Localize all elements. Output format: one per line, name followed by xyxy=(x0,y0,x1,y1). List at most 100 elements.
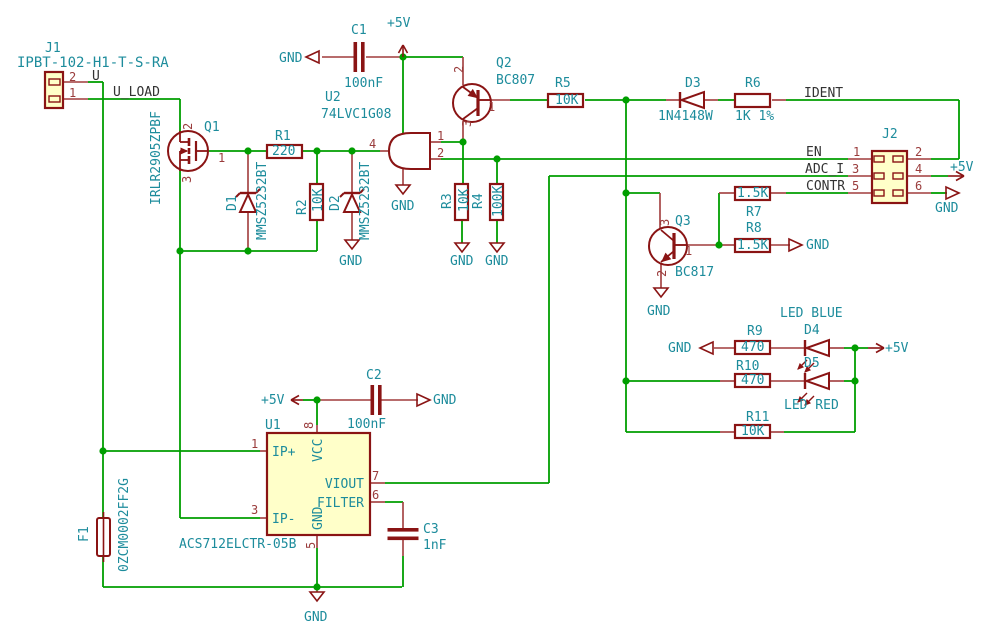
label-1: 1 xyxy=(218,151,225,165)
component-j1[interactable] xyxy=(43,70,65,110)
label-5: 5 xyxy=(852,179,859,193)
label-2: 2 xyxy=(915,145,922,159)
label-4: 4 xyxy=(369,137,376,151)
svg-text:GND: GND xyxy=(935,201,959,216)
label-gnd: GND xyxy=(304,610,328,625)
svg-text:GND: GND xyxy=(433,393,457,408)
gnd-symbol[interactable] xyxy=(304,49,320,65)
component-r5[interactable] xyxy=(546,92,585,109)
label-d3: D3 xyxy=(685,76,701,91)
svg-text:ACS712ELCTR-05B: ACS712ELCTR-05B xyxy=(179,537,297,552)
component-r4[interactable] xyxy=(488,182,505,222)
component-d3[interactable] xyxy=(678,90,705,110)
label-8: 8 xyxy=(302,422,316,429)
gnd-symbol[interactable] xyxy=(698,340,714,356)
component-u2[interactable] xyxy=(387,132,431,170)
power-5v-symbol[interactable] xyxy=(948,170,965,182)
component-r9[interactable] xyxy=(733,339,772,356)
label-2: 2 xyxy=(181,123,195,130)
net-label-en[interactable]: EN xyxy=(806,145,822,160)
gnd-symbol[interactable] xyxy=(788,237,804,253)
component-r7[interactable] xyxy=(733,185,772,202)
power-5v-symbol[interactable] xyxy=(868,342,885,354)
svg-text:470: 470 xyxy=(741,373,764,388)
svg-text:F1: F1 xyxy=(77,526,92,542)
net-label-ident[interactable]: IDENT xyxy=(804,86,843,101)
component-u1[interactable] xyxy=(265,431,372,537)
svg-text:R7: R7 xyxy=(746,205,762,220)
gnd-symbol[interactable] xyxy=(343,239,361,251)
svg-text:6: 6 xyxy=(915,179,922,193)
component-r3[interactable] xyxy=(453,182,470,222)
svg-text:1: 1 xyxy=(69,86,76,100)
label-10k: 10K xyxy=(741,424,765,439)
svg-text:2: 2 xyxy=(452,66,466,73)
svg-text:2: 2 xyxy=(655,270,669,277)
component-q1[interactable] xyxy=(167,130,209,172)
svg-text:R8: R8 xyxy=(746,221,762,236)
component-r2[interactable] xyxy=(308,182,325,222)
svg-text:1: 1 xyxy=(488,100,495,114)
svg-text:2: 2 xyxy=(181,123,195,130)
label-u1: U1 xyxy=(265,418,281,433)
label-gnd: GND xyxy=(311,506,326,530)
component-c2[interactable] xyxy=(370,385,382,415)
svg-text:1.5K: 1.5K xyxy=(737,186,768,201)
net-label-contr[interactable]: CONTR xyxy=(806,179,845,194)
svg-text:R11: R11 xyxy=(746,410,769,425)
net-label-u[interactable]: U xyxy=(92,69,100,84)
svg-text:3: 3 xyxy=(180,176,194,183)
svg-text:U1: U1 xyxy=(265,418,281,433)
svg-text:J2: J2 xyxy=(882,127,898,142)
component-d4[interactable] xyxy=(797,338,830,373)
label-d5: D5 xyxy=(804,356,820,371)
component-d2[interactable] xyxy=(339,188,365,213)
net-label-u_load[interactable]: U_LOAD xyxy=(113,85,160,100)
power-5v-symbol[interactable] xyxy=(290,394,303,406)
svg-text:MMSZ5232BT: MMSZ5232BT xyxy=(358,162,373,240)
svg-text:GND: GND xyxy=(339,254,363,269)
component-c1[interactable] xyxy=(353,42,365,72)
label-acs712elctr-05b: ACS712ELCTR-05B xyxy=(179,537,297,552)
label-6: 6 xyxy=(372,488,379,502)
label-irlr2905zpbf: IRLR2905ZPBF xyxy=(149,111,164,205)
component-d1[interactable] xyxy=(235,188,261,213)
svg-text:5: 5 xyxy=(304,542,318,549)
svg-text:CONTR: CONTR xyxy=(806,179,845,194)
label-bc807: BC807 xyxy=(496,73,535,88)
gnd-symbol[interactable] xyxy=(308,591,326,603)
label-1.5k: 1.5K xyxy=(737,238,768,253)
svg-text:Q2: Q2 xyxy=(496,56,512,71)
component-f1[interactable] xyxy=(96,512,111,562)
svg-text:3: 3 xyxy=(658,219,672,226)
component-c3[interactable] xyxy=(387,528,419,541)
component-r8[interactable] xyxy=(733,237,772,254)
svg-text:7: 7 xyxy=(372,469,379,483)
svg-text:R3: R3 xyxy=(440,193,455,209)
gnd-symbol[interactable] xyxy=(945,185,961,201)
component-r1[interactable] xyxy=(265,143,304,160)
svg-text:IRLR2905ZPBF: IRLR2905ZPBF xyxy=(149,111,164,205)
component-r6[interactable] xyxy=(733,92,772,109)
component-j2[interactable] xyxy=(870,149,909,205)
gnd-symbol[interactable] xyxy=(488,242,506,254)
label-+5v: +5V xyxy=(387,16,411,31)
net-label-adc_i[interactable]: ADC_I xyxy=(805,162,844,177)
component-q3[interactable] xyxy=(648,226,688,266)
component-r10[interactable] xyxy=(733,372,772,389)
component-r11[interactable] xyxy=(733,423,772,440)
power-5v-symbol[interactable] xyxy=(397,44,409,57)
svg-text:1K 1%: 1K 1% xyxy=(735,109,774,124)
svg-text:1: 1 xyxy=(853,145,860,159)
component-q2[interactable] xyxy=(452,83,492,123)
label-j1: J1 xyxy=(45,41,61,56)
label-r9: R9 xyxy=(747,324,763,339)
svg-text:R9: R9 xyxy=(747,324,763,339)
gnd-symbol[interactable] xyxy=(416,392,432,408)
gnd-symbol[interactable] xyxy=(652,287,670,299)
component-d5[interactable] xyxy=(797,371,830,406)
label-r11: R11 xyxy=(746,410,769,425)
gnd-symbol[interactable] xyxy=(394,184,412,196)
label-r6: R6 xyxy=(745,76,761,91)
gnd-symbol[interactable] xyxy=(453,242,471,254)
